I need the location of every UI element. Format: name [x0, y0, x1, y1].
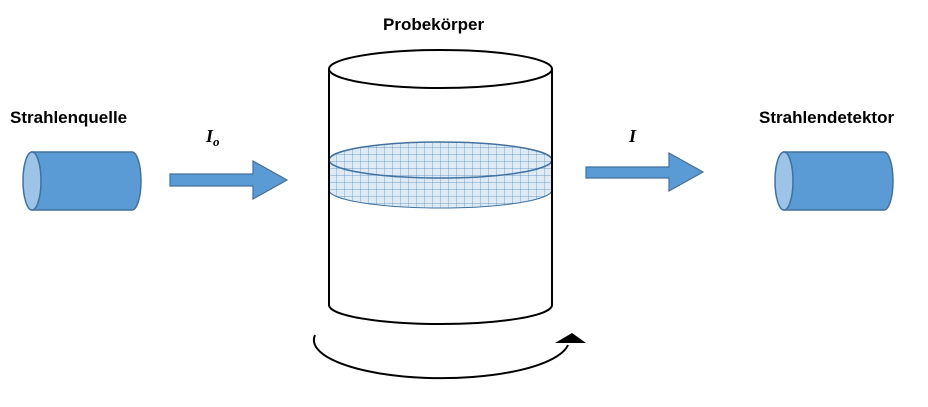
incident-intensity-symbol: Io	[206, 126, 220, 150]
incident-intensity-main: I	[206, 126, 214, 146]
incident-intensity-subscript: o	[213, 134, 220, 149]
radiation-source-device	[22, 151, 142, 211]
transmitted-intensity-symbol: I	[629, 126, 637, 146]
sample-label: Probekörper	[383, 15, 485, 34]
incident-beam-arrow	[169, 159, 289, 201]
radiation-detector-device	[774, 151, 894, 211]
detector-label: Strahlendetektor	[759, 108, 895, 127]
source-label: Strahlenquelle	[10, 108, 128, 127]
sample-cylinder	[328, 49, 553, 325]
transmitted-beam-arrow	[585, 151, 705, 193]
irradiated-slice	[328, 141, 553, 209]
rotation-arrow-icon	[312, 333, 586, 380]
